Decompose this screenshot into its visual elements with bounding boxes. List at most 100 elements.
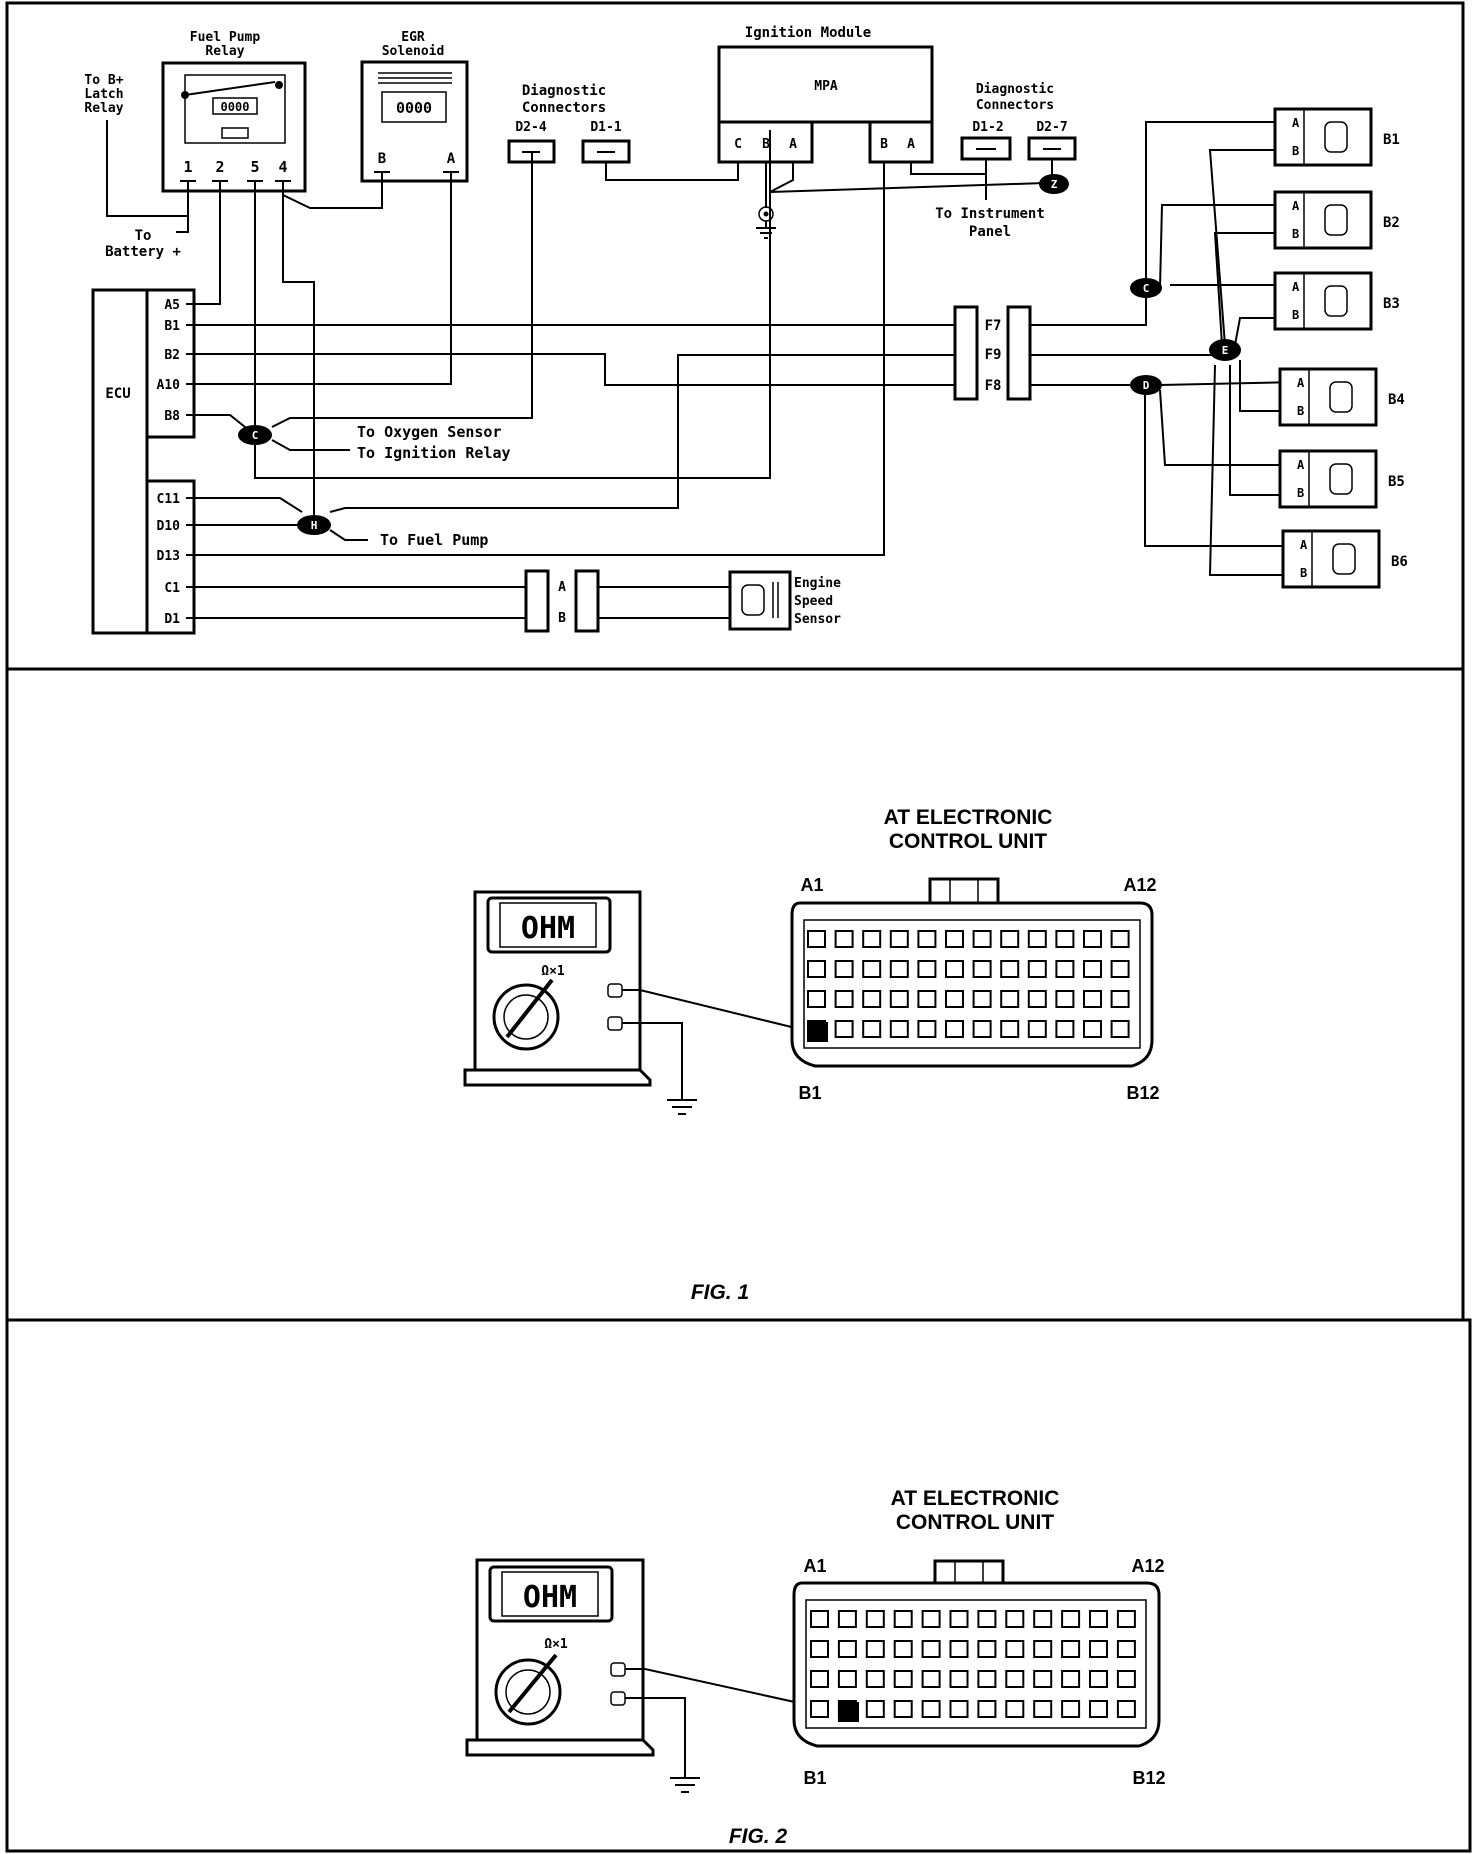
pin-cavity: [917, 1020, 937, 1038]
pin-cavity: [810, 1610, 829, 1628]
fuel-pump-relay: Fuel Pump Relay 0000 1 2 5 4: [161, 30, 307, 193]
injector-b6: A B B6: [1281, 529, 1408, 589]
fig2-meter-range: Ω×1: [544, 1637, 568, 1652]
injector-b3-label: B3: [1383, 296, 1400, 312]
splice-d: D: [1130, 375, 1162, 395]
pin-cavity: [807, 960, 826, 978]
ecu-block: ECU A5 B1 B2 A10 B8 C11 D10 D13 C1 D1: [91, 288, 196, 635]
fig1-meter-display: OHM: [521, 911, 575, 946]
pin-cavity: [1110, 990, 1130, 1008]
pin-cavity: [1083, 930, 1102, 948]
pin-cavity: [1089, 1640, 1108, 1658]
pin-cavity: [862, 930, 882, 948]
svg-text:C: C: [252, 429, 259, 442]
ign-pin-a: A: [789, 137, 797, 152]
fig2-a12: A12: [1131, 1556, 1164, 1576]
injector-b1-label: B1: [1383, 132, 1400, 148]
pin-cavity: [1083, 960, 1102, 978]
pin-cavity: [972, 930, 992, 948]
pin-cavity: [834, 960, 854, 978]
svg-text:B: B: [1297, 404, 1304, 418]
pin-cavity: [893, 1640, 913, 1658]
pin-cavity: [949, 1670, 969, 1688]
splice-h: H: [297, 515, 331, 535]
pin-cavity: [972, 960, 992, 978]
pin-cavity: [1000, 990, 1020, 1008]
pin-cavity: [1027, 960, 1047, 978]
pin-cavity: [865, 1670, 885, 1688]
pin-cavity: [837, 1610, 857, 1628]
diagnostic-connectors-left: Diagnostic Connectors D2-4 D1-1: [507, 83, 631, 164]
pin-cavity: [977, 1640, 997, 1658]
svg-text:B: B: [1292, 227, 1299, 241]
svg-text:B: B: [1300, 566, 1307, 580]
fig2-pin-grid: [810, 1610, 1136, 1718]
pin-cavity: [837, 1670, 857, 1688]
ess-label: Engine: [794, 576, 841, 591]
pin-cavity: [972, 990, 992, 1008]
pin-cavity: [917, 990, 937, 1008]
svg-text:A: A: [1292, 280, 1300, 294]
pin-cavity: [921, 1700, 941, 1718]
fig1-pin-b1-highlight: [807, 1022, 828, 1042]
ess-pin-a: A: [558, 580, 566, 595]
relay-pin-4: 4: [278, 158, 287, 176]
diagnostic-connectors-right: Diagnostic Connectors D1-2 D2-7: [960, 82, 1077, 161]
svg-text:E: E: [1222, 344, 1229, 357]
pin-cavity: [921, 1610, 941, 1628]
svg-text:A: A: [1297, 376, 1305, 390]
pin-cavity: [862, 990, 882, 1008]
fig1-pin-grid: [807, 930, 1130, 1038]
fig2-caption: FIG. 2: [729, 1825, 788, 1848]
pin-cavity: [810, 1670, 829, 1688]
fig1-a1: A1: [800, 875, 823, 895]
splice-z: Z: [1039, 174, 1069, 194]
f8-label: F8: [985, 378, 1002, 394]
pin-cavity: [1033, 1640, 1053, 1658]
pin-cavity: [1061, 1670, 1081, 1688]
ecu-pin-c11: C11: [157, 492, 181, 507]
fig2-b1: B1: [803, 1768, 826, 1788]
pin-cavity: [1000, 1020, 1020, 1038]
pin-cavity: [1083, 990, 1102, 1008]
injector-b4-label: B4: [1388, 392, 1405, 408]
pin-cavity: [1027, 990, 1047, 1008]
pin-cavity: [1061, 1610, 1081, 1628]
pin-cavity: [893, 1610, 913, 1628]
pin-cavity: [1005, 1610, 1025, 1628]
to-battery-label-2: Battery +: [105, 244, 181, 260]
pin-cavity: [889, 930, 909, 948]
pin-cavity: [921, 1640, 941, 1658]
fig1-meter-range: Ω×1: [541, 964, 565, 979]
pin-cavity: [945, 960, 964, 978]
ignition-module-title: Ignition Module: [745, 25, 871, 41]
pin-cavity: [949, 1700, 969, 1718]
ecu-pin-d1: D1: [164, 612, 180, 627]
svg-text:Z: Z: [1051, 178, 1058, 191]
pin-cavity: [1089, 1700, 1108, 1718]
fig2-b12: B12: [1132, 1768, 1165, 1788]
pin-cavity: [893, 1700, 913, 1718]
d2-7-label: D2-7: [1036, 120, 1067, 135]
pin-cavity: [1055, 960, 1075, 978]
to-instrument-label-2: Panel: [969, 224, 1011, 240]
fig1-caption: FIG. 1: [691, 1281, 749, 1304]
pin-cavity: [1116, 1700, 1136, 1718]
fig2-ecu-connector: A1 A12 B1 B12: [792, 1556, 1166, 1788]
fig2-panel: AT ELECTRONIC CONTROL UNIT OHM Ω×1 A1 A1…: [5, 1318, 1472, 1853]
pin-cavity: [1089, 1670, 1108, 1688]
svg-text:C: C: [1143, 282, 1150, 295]
fig2-pin-highlight: [838, 1702, 859, 1722]
fig2-title-2: CONTROL UNIT: [896, 1511, 1054, 1534]
pin-cavity: [921, 1670, 941, 1688]
fuel-pump-relay-title-2: Relay: [205, 44, 244, 59]
pin-cavity: [1033, 1610, 1053, 1628]
wiring-harness: [106, 120, 1053, 619]
diag-left-title: Diagnostic: [522, 83, 606, 99]
egr-title-2: Solenoid: [382, 44, 445, 59]
pin-cavity: [1116, 1670, 1136, 1688]
injector-b6-label: B6: [1391, 554, 1408, 570]
pin-cavity: [834, 930, 854, 948]
pin-cavity: [945, 990, 964, 1008]
svg-text:B: B: [1292, 144, 1299, 158]
